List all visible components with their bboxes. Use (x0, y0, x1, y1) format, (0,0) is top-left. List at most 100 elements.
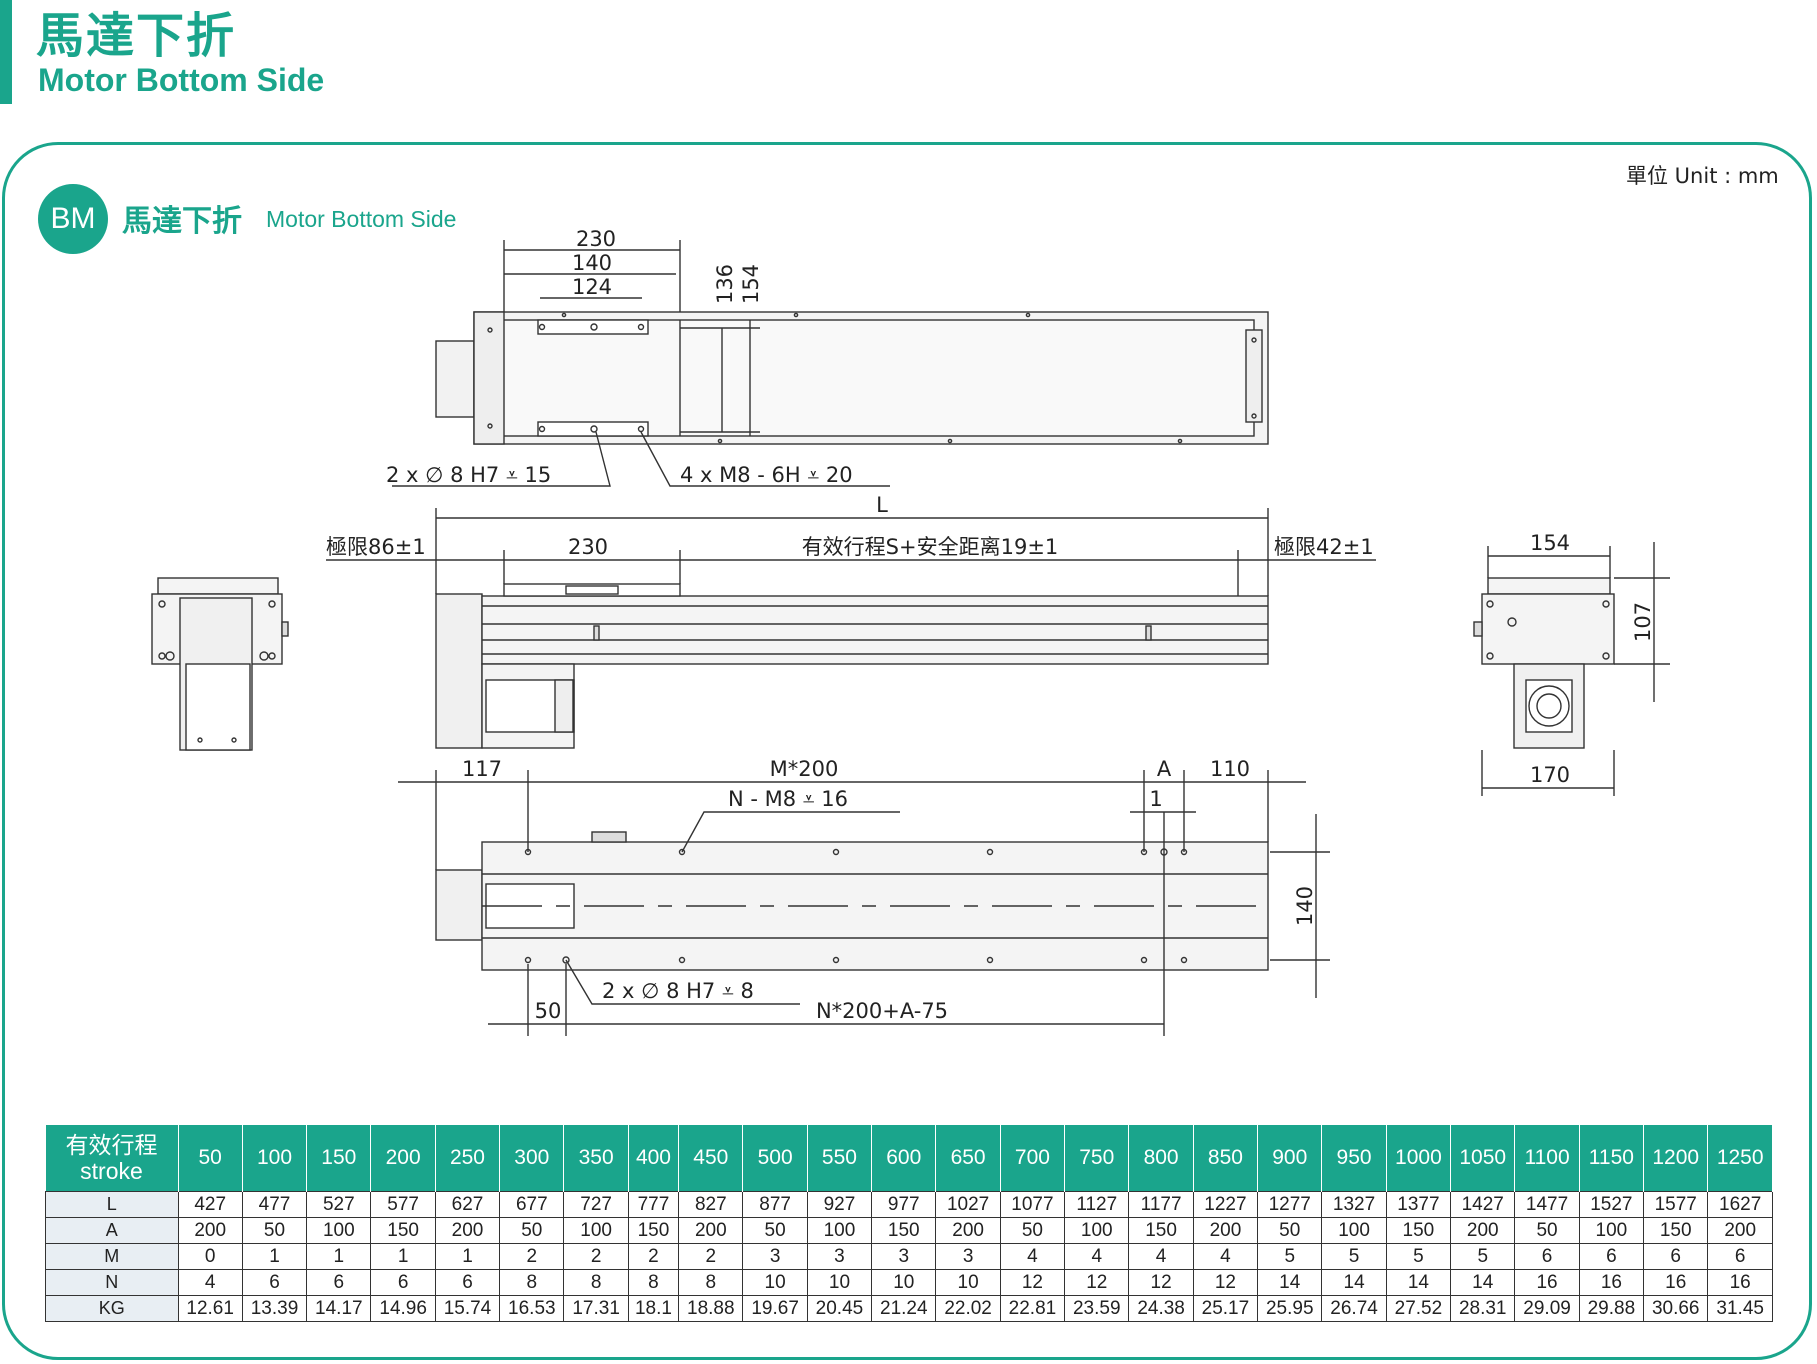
table-cell: 927 (806, 1191, 873, 1218)
table-cell: 12 (999, 1269, 1066, 1296)
dim-140-bottom: 140 (1293, 886, 1317, 926)
stroke-header-cell: 1150 (1579, 1125, 1645, 1192)
stroke-header-cell: 550 (807, 1125, 873, 1192)
table-cell: 8 (678, 1269, 744, 1296)
table-cell: 16 (1643, 1269, 1709, 1296)
table-cell: 4 (999, 1243, 1066, 1270)
table-cell: 10 (742, 1269, 808, 1296)
row-label: M (45, 1243, 179, 1270)
table-cell: 1377 (1385, 1191, 1452, 1218)
table-cell: 10 (871, 1269, 937, 1296)
table-cell: 50 (742, 1217, 808, 1244)
table-cell: 150 (627, 1217, 680, 1244)
dim-a: A (1157, 757, 1172, 781)
table-cell: 877 (742, 1191, 808, 1218)
header-zh: 有效行程 (65, 1132, 158, 1158)
stroke-header-cell: 650 (935, 1125, 1001, 1192)
stroke-header-cell: 1000 (1386, 1125, 1452, 1192)
stroke-header-cell: 350 (563, 1125, 629, 1192)
table-cell: 200 (678, 1217, 744, 1244)
dim-140-top: 140 (572, 251, 612, 275)
dim-1: 1 (1149, 787, 1162, 811)
table-cell: 14 (1257, 1269, 1323, 1296)
table-cell: 6 (241, 1269, 308, 1296)
table-cell: 12 (1064, 1269, 1130, 1296)
stroke-header-cell: 900 (1257, 1125, 1323, 1192)
table-cell: 4 (1064, 1243, 1130, 1270)
table-cell: 25.17 (1192, 1295, 1259, 1322)
bottom-view (398, 770, 1330, 1036)
table-cell: 4 (1192, 1243, 1259, 1270)
dim-110: 110 (1210, 757, 1250, 781)
unit-label: 單位 Unit : mm (1626, 164, 1779, 188)
table-cell: 150 (370, 1217, 436, 1244)
table-cell: 427 (177, 1191, 243, 1218)
table-cell: 22.81 (999, 1295, 1066, 1322)
end-width: 154 (1530, 531, 1570, 555)
table-cell: 150 (1643, 1217, 1709, 1244)
row-label: L (45, 1191, 179, 1218)
row-label: A (45, 1217, 179, 1244)
effective-stroke: 有效行程S+安全距离19±1 (802, 535, 1059, 559)
table-cell: 14 (1385, 1269, 1452, 1296)
table-cell: 577 (370, 1191, 436, 1218)
table-cell: 13.39 (241, 1295, 308, 1322)
table-cell: 10 (806, 1269, 873, 1296)
table-cell: 14.96 (370, 1295, 436, 1322)
table-cell: 1027 (935, 1191, 1001, 1218)
table-cell: 1477 (1514, 1191, 1580, 1218)
dim-L: L (876, 493, 888, 517)
stroke-header-cell: 1100 (1514, 1125, 1580, 1192)
stroke-header-cell: 300 (499, 1125, 565, 1192)
table-cell: 6 (1643, 1243, 1709, 1270)
table-cell: 50 (241, 1217, 308, 1244)
table-cell: 2 (678, 1243, 744, 1270)
top-view (392, 240, 1269, 487)
table-cell: 100 (1321, 1217, 1387, 1244)
table-cell: 727 (563, 1191, 629, 1218)
table-cell: 12 (1128, 1269, 1194, 1296)
stroke-header-cell: 250 (435, 1125, 501, 1192)
table-cell: 2 (499, 1243, 565, 1270)
stroke-header-cell: 950 (1321, 1125, 1387, 1192)
table-cell: 8 (627, 1269, 680, 1296)
stroke-header-cell: 50 (178, 1125, 243, 1192)
table-cell: 1427 (1450, 1191, 1516, 1218)
table-cell: 23.59 (1064, 1295, 1130, 1322)
header-en: stroke (80, 1158, 143, 1184)
stroke-header-cell: 1250 (1707, 1125, 1773, 1192)
stroke-header-cell: 600 (871, 1125, 937, 1192)
table-cell: 21.24 (871, 1295, 937, 1322)
table-cell: 100 (563, 1217, 629, 1244)
table-cell: 18.88 (678, 1295, 744, 1322)
stroke-header-cell: 1050 (1450, 1125, 1516, 1192)
table-cell: 6 (1514, 1243, 1580, 1270)
table-cell: 27.52 (1385, 1295, 1452, 1322)
table-cell: 10 (935, 1269, 1001, 1296)
dim-136-top: 136 (713, 264, 737, 304)
table-cell: 28.31 (1450, 1295, 1516, 1322)
table-cell: 1577 (1643, 1191, 1709, 1218)
bottom-holes-note: N - M8 ⩡ 16 (728, 787, 848, 811)
table-cell: 12 (1192, 1269, 1259, 1296)
table-cell: 29.09 (1514, 1295, 1580, 1322)
page-title-zh: 馬達下折 (36, 8, 237, 64)
table-cell: 16 (1578, 1269, 1645, 1296)
table-cell: 100 (1064, 1217, 1130, 1244)
table-cell: 5 (1321, 1243, 1387, 1270)
row-label: KG (45, 1295, 179, 1322)
table-cell: 25.95 (1257, 1295, 1323, 1322)
table-cell: 14.17 (306, 1295, 372, 1322)
end-height: 107 (1631, 602, 1655, 642)
table-cell: 5 (1385, 1243, 1452, 1270)
section-title-en: Motor Bottom Side (266, 206, 457, 232)
dim-124-top: 124 (572, 275, 612, 299)
table-cell: 477 (241, 1191, 308, 1218)
table-cell: 16 (1707, 1269, 1773, 1296)
table-cell: 150 (1385, 1217, 1452, 1244)
